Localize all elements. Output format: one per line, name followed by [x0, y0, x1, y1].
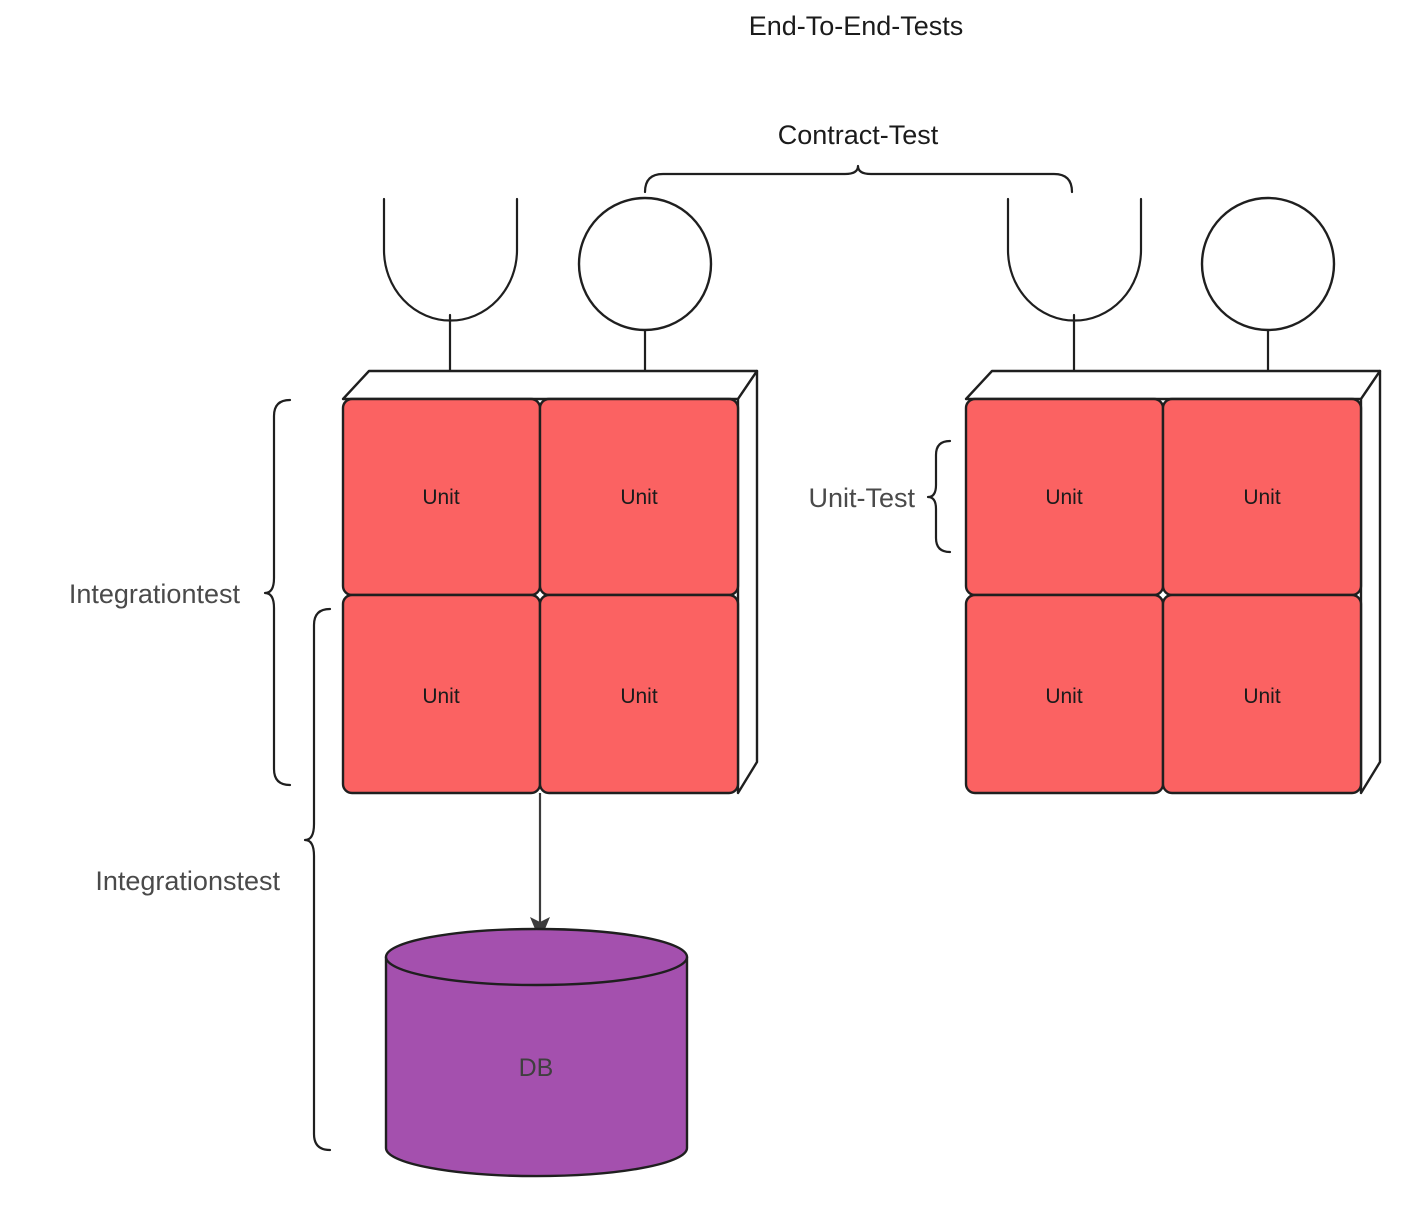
right-component-right-face: [1359, 369, 1382, 795]
left-unit-label-top-left: Unit: [422, 486, 460, 509]
right-unit-label-top-right: Unit: [1243, 486, 1281, 509]
diagram-title: End-To-End-Tests: [749, 11, 964, 41]
right-unit-label-top-left: Unit: [1045, 486, 1083, 509]
integrationstest-brace: [303, 607, 332, 1152]
right-unit-cell-bottom-right[interactable]: [1161, 593, 1363, 795]
right-provided-interface-ball-icon: [1200, 196, 1336, 373]
database-label: DB: [519, 1054, 554, 1082]
unit-test-brace: [926, 439, 952, 554]
left-provided-interface-ball-icon: [577, 196, 713, 373]
right-unit-label-bottom-right: Unit: [1243, 685, 1281, 708]
component-to-db-arrow: [530, 793, 550, 941]
left-unit-label-bottom-left: Unit: [422, 685, 460, 708]
left-component-right-face: [736, 369, 759, 795]
left-unit-label-top-right: Unit: [620, 486, 658, 509]
right-required-interface-socket-icon: [1006, 197, 1143, 373]
right-component: Unit Unit Unit Unit: [964, 196, 1382, 795]
left-required-interface-socket-icon: [382, 197, 519, 373]
left-component: Unit Unit Unit Unit: [341, 196, 759, 795]
right-component-top-face: [964, 369, 1382, 401]
right-unit-label-bottom-left: Unit: [1045, 685, 1083, 708]
left-unit-cell-bottom-right[interactable]: [538, 593, 740, 795]
integrationtest-label: Integrationtest: [69, 579, 241, 609]
integrationstest-label: Integrationstest: [95, 866, 280, 896]
unit-test-label: Unit-Test: [808, 483, 915, 513]
contract-test-brace: [643, 164, 1074, 194]
left-unit-label-bottom-right: Unit: [620, 685, 658, 708]
integrationtest-brace: [263, 398, 292, 787]
left-component-top-face: [341, 369, 759, 401]
contract-test-label: Contract-Test: [778, 120, 939, 150]
database-cylinder[interactable]: DB: [384, 927, 689, 1178]
